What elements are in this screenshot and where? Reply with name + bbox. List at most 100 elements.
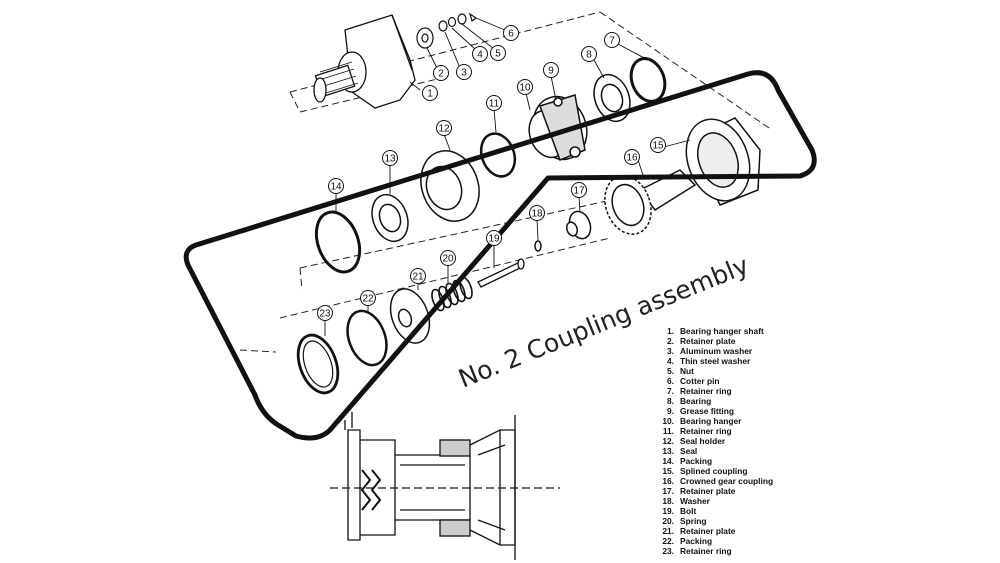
legend-item: 12. Seal holder: [652, 436, 802, 446]
legend-item: 13. Seal: [652, 446, 802, 456]
legend-number: 9.: [667, 406, 674, 416]
callout-number: 11: [489, 99, 500, 110]
callout-number: 2: [438, 69, 444, 80]
legend-item: 16. Crowned gear coupling: [652, 476, 802, 486]
legend-label: Bolt: [680, 506, 697, 516]
legend-label: Retainer ring: [680, 426, 732, 436]
callout-leader: [451, 27, 477, 51]
callout-number: 17: [573, 186, 585, 197]
legend-item: 22.Packing: [652, 536, 802, 546]
legend-number: 1.: [667, 326, 674, 336]
retainer-ring-23: [296, 333, 340, 395]
legend-number: 2.: [667, 336, 674, 346]
callout-leader: [443, 133, 451, 151]
callout-circle: [503, 25, 519, 41]
callout-number: 20: [442, 254, 454, 265]
callout-number: 23: [319, 309, 331, 320]
callout-number: 3: [461, 68, 467, 79]
legend-item: 17.Retainer plate: [652, 486, 802, 496]
legend-number: 21.: [662, 526, 674, 536]
legend-item: 4. Thin steel washer: [652, 356, 802, 366]
small-fasteners: [416, 12, 478, 49]
callout-circle: [456, 64, 472, 80]
callout-circle: [571, 182, 587, 198]
legend-item: 9. Grease fitting: [652, 406, 802, 416]
legend-label: Grease fitting: [680, 406, 734, 416]
callout-circle: [328, 178, 344, 194]
legend-item: 18. Washer: [652, 496, 802, 506]
callout-circle: [433, 65, 449, 81]
bearing-hanger: [528, 94, 588, 161]
callout-leader: [409, 81, 421, 91]
legend-item: 10. Bearing hanger: [652, 416, 802, 426]
legend-number: 4.: [667, 356, 674, 366]
callout-number: 5: [495, 49, 501, 60]
legend-item: 11. Retainer ring: [652, 426, 802, 436]
callout-leader: [426, 47, 438, 69]
legend-label: Crowned gear coupling: [680, 476, 774, 486]
legend-number: 10.: [662, 416, 674, 426]
legend-label: Seal holder: [680, 436, 726, 446]
callout-leader: [593, 59, 605, 79]
legend-label: Bearing hanger: [680, 416, 742, 426]
legend-number: 13.: [662, 446, 674, 456]
legend-number: 7.: [667, 386, 674, 396]
callout-number: 12: [438, 124, 450, 135]
callout-number: 9: [548, 66, 554, 77]
callout-circle: [624, 149, 640, 165]
legend-label: Washer: [680, 496, 710, 506]
callout-number: 6: [508, 29, 514, 40]
callout-leader: [578, 195, 581, 213]
legend-item: 20.Spring: [652, 516, 802, 526]
legend-item: 8.Bearing: [652, 396, 802, 406]
legend-number: 12.: [662, 436, 674, 446]
callout-number: 8: [586, 50, 592, 61]
callout-circle: [472, 46, 488, 62]
callout-number: 13: [384, 154, 396, 165]
callout-circle: [581, 46, 597, 62]
callout-number: 21: [412, 272, 424, 283]
callout-number: 16: [626, 153, 638, 164]
seal: [371, 193, 409, 243]
callout-circle: [650, 137, 666, 153]
callout-leader: [617, 43, 649, 61]
callout-circle: [360, 290, 376, 306]
crowned-gear-coupling: [604, 169, 697, 235]
splined-coupling: [685, 117, 761, 206]
callout-circle: [486, 230, 502, 246]
packing-14: [314, 210, 362, 274]
bearing-8: [593, 73, 631, 123]
legend-label: Spring: [680, 516, 707, 526]
legend-number: 22.: [662, 536, 674, 546]
legend-label: Retainer ring: [680, 546, 732, 556]
legend-label: Thin steel washer: [680, 356, 751, 366]
callout-circle: [382, 150, 398, 166]
legend-item: 5.Nut: [652, 366, 802, 376]
callout-leader: [475, 17, 506, 31]
callout-leader: [493, 108, 497, 133]
callout-circle: [604, 32, 620, 48]
legend-number: 17.: [662, 486, 674, 496]
legend-item: 21.Retainer plate: [652, 526, 802, 536]
legend-number: 18.: [662, 496, 674, 506]
callout-circle: [410, 268, 426, 284]
callout-number: 1: [427, 89, 433, 100]
coupling-cross-section: [330, 412, 560, 560]
legend-label: Bearing: [680, 396, 712, 406]
callout-leader: [444, 31, 461, 69]
callout-circle: [517, 79, 533, 95]
callout-circle: [436, 120, 452, 136]
legend-label: Seal: [680, 446, 698, 456]
legend-number: 11.: [662, 426, 674, 436]
legend-label: Splined coupling: [680, 466, 748, 476]
legend-item: 19.Bolt: [652, 506, 802, 516]
retainer-plate-17: [565, 210, 592, 240]
legend-item: 2.Retainer plate: [652, 336, 802, 346]
washer-18: [534, 240, 542, 252]
legend-number: 16.: [662, 476, 674, 486]
callout-number: 18: [531, 209, 543, 220]
callout-circle: [543, 62, 559, 78]
legend-item: 1.Bearing hanger shaft: [652, 326, 802, 336]
legend-item: 14.Packing: [652, 456, 802, 466]
